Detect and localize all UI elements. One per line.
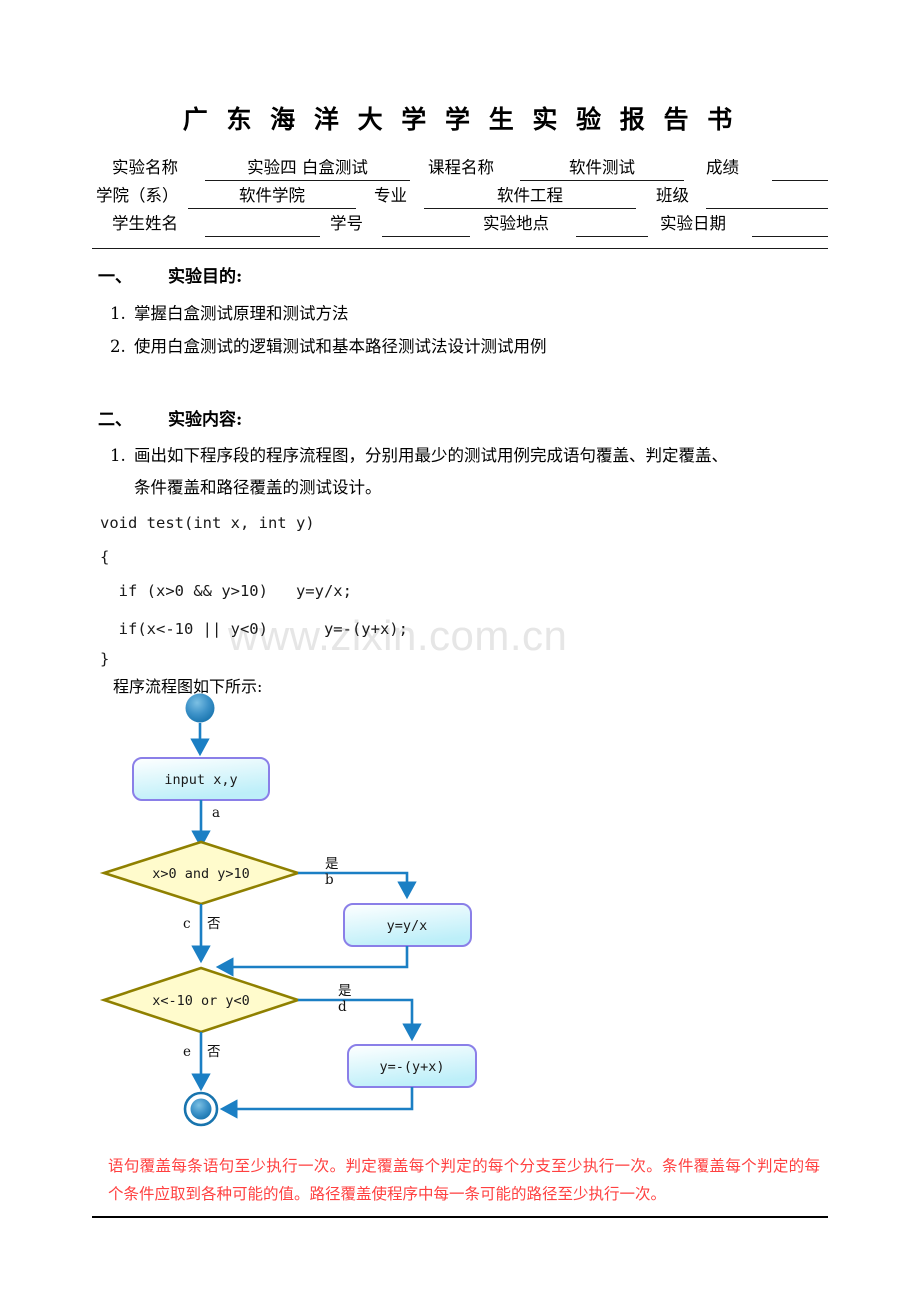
flowchart-end-node xyxy=(183,1091,219,1127)
flowchart-caption: 程序流程图如下所示: xyxy=(113,677,263,696)
flowchart-node-input-label: input x,y xyxy=(164,772,237,788)
header-row-2: 学院（系） 软件学院 专业 软件工程 班级 xyxy=(0,183,920,211)
edge-label-b: b xyxy=(325,872,334,888)
edge-cond2-yes xyxy=(298,998,422,1042)
page-title: 广 东 海 洋 大 学 学 生 实 验 报 告 书 xyxy=(182,105,738,134)
field-value-student-name[interactable] xyxy=(205,211,320,237)
program-flowchart: input x,y a x>0 and y>10 是 b y=y/x c 否 xyxy=(95,690,565,1140)
section-number-one: 一、 xyxy=(98,267,132,287)
purpose-item-1-number: 1. xyxy=(110,304,126,323)
field-label-date: 实验日期 xyxy=(660,214,726,233)
edge-proc1-merge xyxy=(215,946,409,977)
code-line-1: void test(int x, int y) xyxy=(100,514,315,532)
purpose-item-2: 2. 使用白盒测试的逻辑测试和基本路径测试法设计测试用例 xyxy=(110,333,547,357)
edge-label-e: e xyxy=(183,1044,191,1060)
edge-label-c: c xyxy=(183,916,191,932)
footer-divider xyxy=(92,1216,828,1218)
purpose-item-2-text: 使用白盒测试的逻辑测试和基本路径测试法设计测试用例 xyxy=(134,337,547,356)
field-label-score: 成绩 xyxy=(706,158,739,177)
edge-label-a: a xyxy=(212,805,220,821)
purpose-item-1: 1. 掌握白盒测试原理和测试方法 xyxy=(110,300,349,324)
edge-label-no-1: 否 xyxy=(207,916,221,932)
code-line-4: if(x<-10 || y<0) y=-(y+x); xyxy=(100,620,408,638)
flowchart-node-proc1-label: y=y/x xyxy=(387,918,428,934)
field-value-student-id[interactable] xyxy=(382,211,470,237)
edge-cond1-yes xyxy=(298,871,417,900)
flowchart-start-node xyxy=(185,693,215,723)
code-line-3: if (x>0 && y>10) y=y/x; xyxy=(100,582,352,600)
field-label-student-id: 学号 xyxy=(330,214,363,233)
edge-label-no-2: 否 xyxy=(207,1044,221,1060)
edge-label-yes-2: 是 xyxy=(338,983,352,999)
flowchart-node-cond2: x<-10 or y<0 xyxy=(99,966,303,1034)
content-item-1: 1. 画出如下程序段的程序流程图，分别用最少的测试用例完成语句覆盖、判定覆盖、 … xyxy=(110,440,828,504)
section-title-purpose: 实验目的: xyxy=(168,267,243,287)
content-item-1-line-1: 画出如下程序段的程序流程图，分别用最少的测试用例完成语句覆盖、判定覆盖、 xyxy=(134,446,728,465)
flowchart-node-cond1: x>0 and y>10 xyxy=(99,840,303,906)
header-divider xyxy=(92,248,828,249)
content-item-1-line-2: 条件覆盖和路径覆盖的测试设计。 xyxy=(134,478,382,497)
field-value-score[interactable] xyxy=(772,155,828,181)
section-number-two: 二、 xyxy=(98,410,132,430)
flowchart-node-proc1: y=y/x xyxy=(343,903,472,947)
header-row-1: 实验名称 实验四 白盒测试 课程名称 软件测试 成绩 xyxy=(0,155,920,183)
section-heading-content: 二、 实验内容: xyxy=(98,405,242,430)
edge-proc2-to-end xyxy=(219,1087,414,1119)
field-label-course-name: 课程名称 xyxy=(428,158,494,177)
field-value-course-name[interactable]: 软件测试 xyxy=(520,155,684,181)
edge-label-d: d xyxy=(338,999,347,1015)
field-value-date[interactable] xyxy=(752,211,828,237)
flowchart-node-input: input x,y xyxy=(132,757,270,801)
field-value-college[interactable]: 软件学院 xyxy=(188,183,356,209)
flowchart-node-cond2-label: x<-10 or y<0 xyxy=(152,993,250,1009)
flowchart-node-cond1-label: x>0 and y>10 xyxy=(152,866,250,882)
edge-label-yes-1: 是 xyxy=(325,856,339,872)
section-title-content: 实验内容: xyxy=(168,410,243,430)
field-label-college: 学院（系） xyxy=(96,186,179,205)
field-label-location: 实验地点 xyxy=(483,214,549,233)
field-value-major[interactable]: 软件工程 xyxy=(424,183,636,209)
field-value-location[interactable] xyxy=(576,211,648,237)
field-label-experiment-name: 实验名称 xyxy=(112,158,178,177)
field-label-major: 专业 xyxy=(374,186,407,205)
flowchart-node-proc2: y=-(y+x) xyxy=(347,1044,477,1088)
field-label-student-name: 学生姓名 xyxy=(112,214,178,233)
field-label-class: 班级 xyxy=(656,186,689,205)
code-line-2: { xyxy=(100,548,110,566)
coverage-note: 语句覆盖每条语句至少执行一次。判定覆盖每个判定的每个分支至少执行一次。条件覆盖每… xyxy=(108,1157,820,1203)
header-row-3: 学生姓名 学号 实验地点 实验日期 xyxy=(0,211,920,239)
field-value-experiment-name[interactable]: 实验四 白盒测试 xyxy=(205,155,410,181)
code-line-5: } xyxy=(100,650,110,668)
field-value-class[interactable] xyxy=(706,183,828,209)
purpose-item-2-number: 2. xyxy=(110,337,126,356)
flowchart-node-proc2-label: y=-(y+x) xyxy=(379,1059,444,1075)
purpose-item-1-text: 掌握白盒测试原理和测试方法 xyxy=(134,304,349,323)
content-item-1-number: 1. xyxy=(110,446,126,465)
section-heading-purpose: 一、 实验目的: xyxy=(98,262,242,287)
